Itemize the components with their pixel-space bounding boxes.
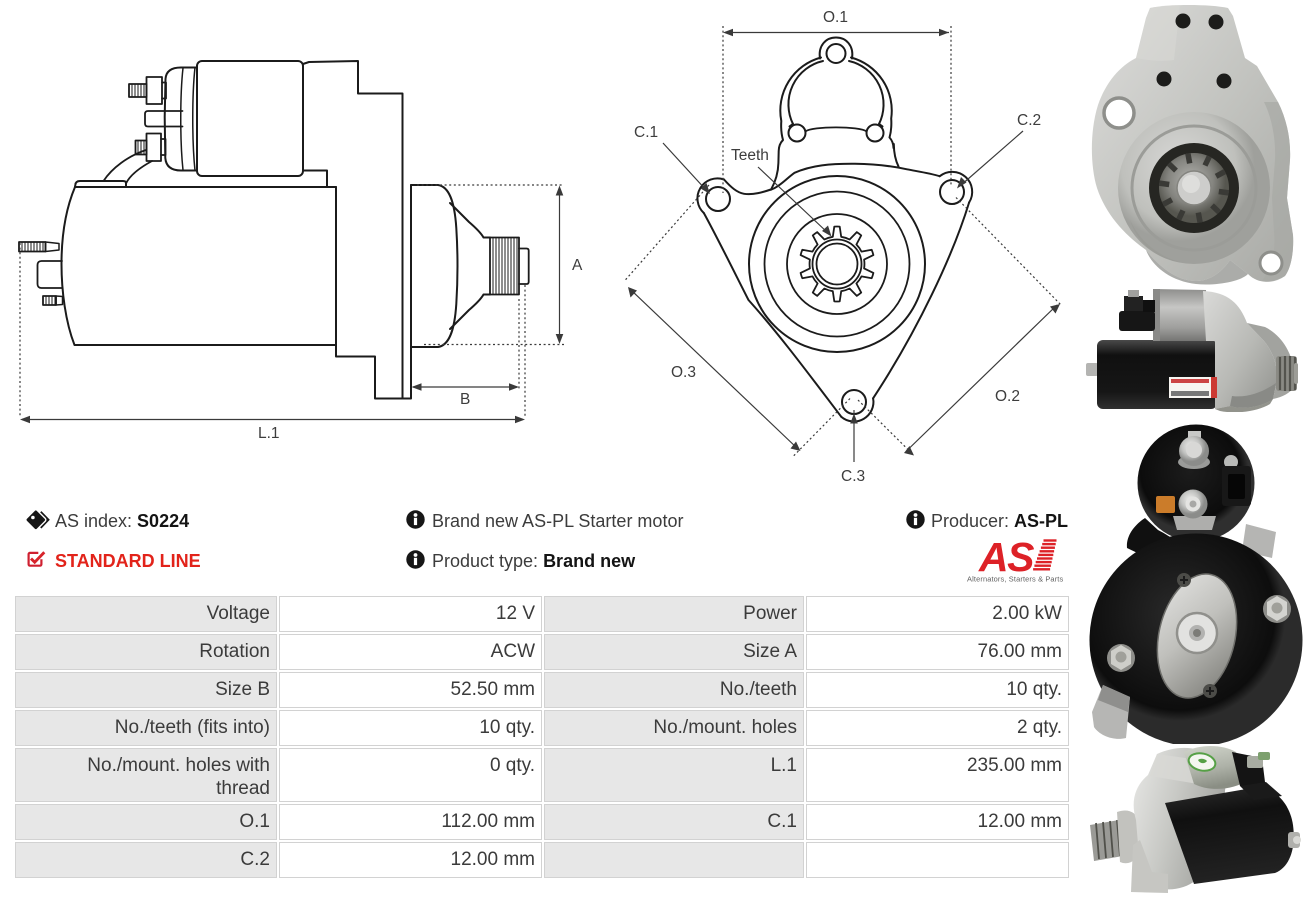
- svg-text:Alternators, Starters & Parts: Alternators, Starters & Parts: [967, 575, 1064, 584]
- svg-text:O.1: O.1: [823, 9, 848, 26]
- svg-text:C.3: C.3: [841, 468, 865, 485]
- svg-text:O.3: O.3: [671, 364, 696, 381]
- svg-text:C.1: C.1: [634, 124, 658, 141]
- svg-text:AS: AS: [978, 535, 1034, 580]
- svg-text:O.2: O.2: [995, 388, 1020, 405]
- svg-text:B: B: [460, 391, 470, 408]
- svg-text:L.1: L.1: [258, 425, 280, 442]
- svg-text:C.2: C.2: [1017, 112, 1041, 129]
- svg-text:Teeth: Teeth: [731, 147, 769, 164]
- svg-text:A: A: [572, 257, 583, 274]
